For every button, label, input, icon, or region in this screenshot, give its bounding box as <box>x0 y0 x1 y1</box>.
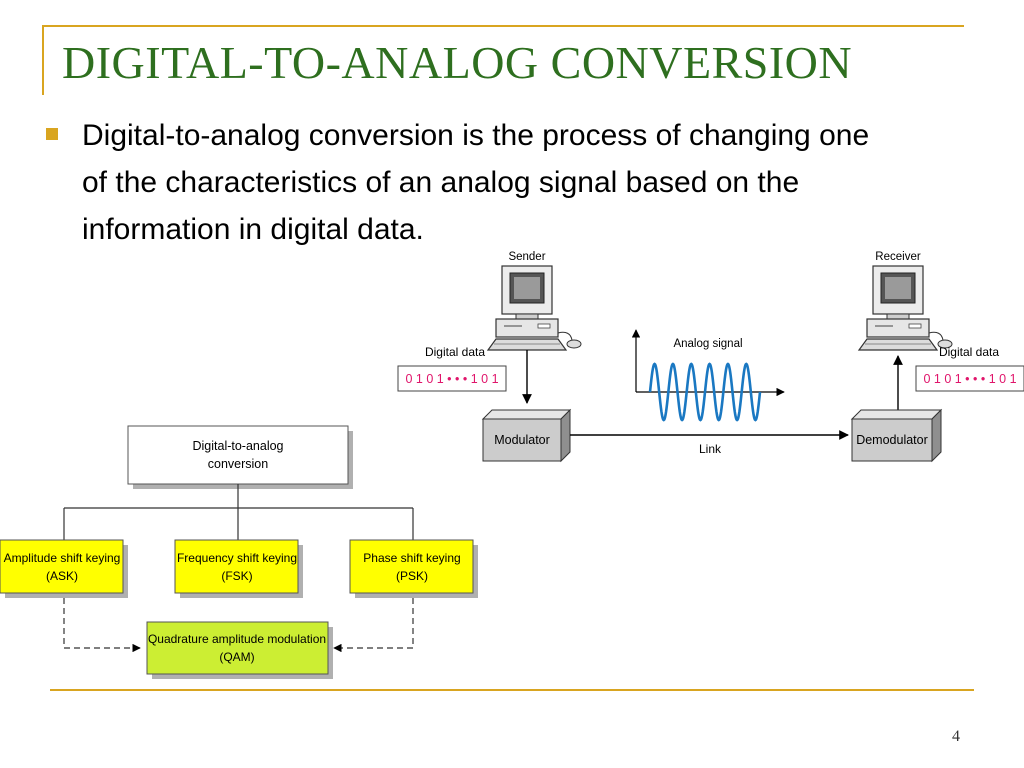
receiver-computer-icon <box>858 265 953 351</box>
ask-box <box>0 539 124 594</box>
slide-title: DIGITAL-TO-ANALOG CONVERSION <box>62 37 853 88</box>
modulator-label: Modulator <box>494 433 550 447</box>
digital-data-label-right: Digital data <box>939 345 999 359</box>
modulator-box: Modulator <box>481 408 572 463</box>
ask-line2: (ASK) <box>46 569 78 583</box>
root-box <box>127 425 349 485</box>
qam-line2: (QAM) <box>219 650 254 664</box>
bottom-rule <box>50 689 974 691</box>
ask-line1: Amplitude shift keying <box>4 551 121 565</box>
psk-line1: Phase shift keying <box>363 551 460 565</box>
top-rule <box>42 25 964 27</box>
bits-right: 0 1 0 1 • • • 1 0 1 <box>923 372 1016 386</box>
psk-line2: (PSK) <box>396 569 428 583</box>
page-number: 4 <box>952 728 960 745</box>
bits-box-right <box>915 365 1024 392</box>
qam-box <box>146 621 329 675</box>
qam-line1: Quadrature amplitude modulation <box>148 632 326 646</box>
bits-left: 0 1 0 1 • • • 1 0 1 <box>405 372 498 386</box>
left-rule <box>42 25 44 95</box>
sender-label: Sender <box>508 251 545 263</box>
analog-signal-label: Analog signal <box>673 338 742 350</box>
root-line1: Digital-to-analog <box>192 439 283 453</box>
bullet-text: Digital-to-analog conversion is the proc… <box>82 119 870 246</box>
bits-box-left <box>397 365 507 392</box>
ask-to-qam-dashed-arrow <box>63 598 141 653</box>
demodulator-box: Demodulator <box>850 408 943 463</box>
demodulator-label: Demodulator <box>856 433 928 447</box>
analog-signal-wave <box>648 362 762 422</box>
digital-data-label-left: Digital data <box>425 345 485 359</box>
receiver-label: Receiver <box>875 251 921 263</box>
fsk-box <box>174 539 299 594</box>
link-label: Link <box>699 442 722 456</box>
sender-computer-icon <box>487 265 582 351</box>
psk-to-qam-dashed-arrow <box>333 598 414 653</box>
bullet-square-icon <box>46 128 58 140</box>
psk-box <box>349 539 474 594</box>
fsk-line1: Frequency shift keying <box>177 551 297 565</box>
root-line2: conversion <box>208 457 268 471</box>
fsk-line2: (FSK) <box>221 569 252 583</box>
